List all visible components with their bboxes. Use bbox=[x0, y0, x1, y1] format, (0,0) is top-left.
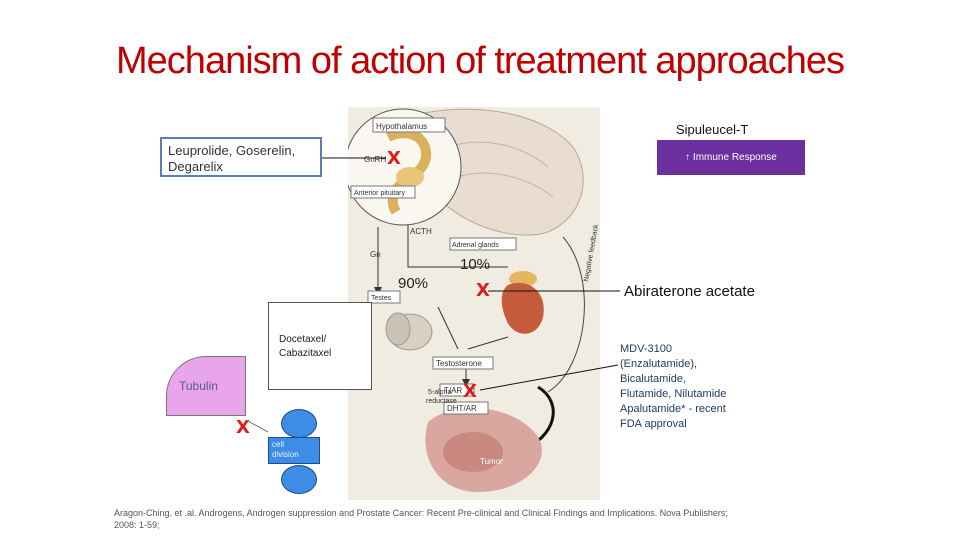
antiandrogen-line: Flutamide, Nilutamide bbox=[620, 388, 727, 400]
label-tar: T/AR bbox=[444, 386, 462, 395]
tubulin-shape: Tubulin bbox=[166, 356, 246, 416]
antiandrogen-line: Bicalutamide, bbox=[620, 373, 687, 385]
antiandrogen-line: FDA approval bbox=[620, 418, 687, 430]
label-tumor: Tumor bbox=[480, 457, 503, 466]
taxane-box: Docetaxel/ Cabazitaxel bbox=[268, 302, 372, 390]
taxane-line-2: Cabazitaxel bbox=[279, 348, 332, 359]
cell-circle-bottom bbox=[281, 465, 317, 494]
block-x-gnrh: X bbox=[387, 148, 401, 169]
label-testes: Testes bbox=[371, 295, 392, 302]
antiandrogen-line: (Enzalutamide), bbox=[620, 358, 698, 370]
citation: Aragon-Ching. et .al. Androgens, Androge… bbox=[114, 507, 814, 531]
label-testosterone: Testosterone bbox=[436, 359, 482, 368]
cell-division-line-1: cell bbox=[272, 440, 285, 449]
label-adrenal-glands: Adrenal glands bbox=[452, 242, 499, 249]
label-acth: ACTH bbox=[410, 227, 432, 236]
immune-response-box: ↑ Immune Response bbox=[657, 140, 805, 175]
label-gnrh: GnRH bbox=[364, 155, 386, 164]
page-title: Mechanism of action of treatment approac… bbox=[116, 40, 845, 82]
block-x-receptor: X bbox=[463, 381, 477, 402]
pct-90-label: 90% bbox=[398, 275, 429, 292]
label-gn: Gn bbox=[370, 250, 381, 259]
citation-line-2: 2008: 1-59; bbox=[114, 520, 160, 530]
label-dhtar: DHT/AR bbox=[447, 404, 477, 413]
label-reductase: reductase bbox=[426, 398, 457, 405]
taxane-line-1: Docetaxel/ bbox=[279, 334, 327, 345]
label-5-alpha: 5-alpha bbox=[428, 389, 451, 396]
antiandrogen-list: MDV-3100 (Enzalutamide), Bicalutamide, F… bbox=[620, 342, 780, 432]
citation-line-1: Aragon-Ching. et .al. Androgens, Androge… bbox=[114, 508, 728, 518]
anatomy-figure: Hypothalamus GnRH Anterior pituitary ACT… bbox=[344, 107, 600, 500]
gnrh-drugs-box: Leuprolide, Goserelin, Degarelix bbox=[160, 137, 322, 177]
block-x-adrenal: X bbox=[476, 280, 490, 301]
label-anterior-pituitary: Anterior pituitary bbox=[354, 190, 405, 197]
label-hypothalamus: Hypothalamus bbox=[376, 122, 427, 131]
antiandrogen-line: MDV-3100 bbox=[620, 343, 672, 355]
pct-10-label: 10% bbox=[460, 256, 491, 273]
cell-circle-top bbox=[281, 409, 317, 438]
abiraterone-label: Abiraterone acetate bbox=[624, 283, 755, 300]
antiandrogen-line: Apalutamide* - recent bbox=[620, 403, 726, 415]
cell-division-line-2: division bbox=[272, 450, 299, 459]
block-x-tubulin: X bbox=[236, 417, 250, 438]
sipuleucel-title: Sipuleucel-T bbox=[676, 122, 749, 137]
cell-division-box: cell division bbox=[268, 437, 320, 464]
